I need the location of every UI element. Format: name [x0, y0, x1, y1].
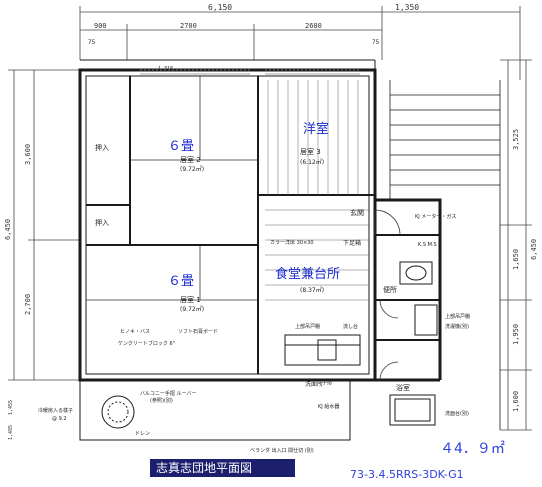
dining-kitchen-area: (8.37㎡)	[300, 286, 324, 294]
western-room-area: (6.12㎡)	[300, 158, 324, 166]
room-area-upper: (9.72㎡)	[180, 165, 204, 173]
floor-pattern	[265, 80, 370, 301]
interior-walls	[86, 76, 440, 374]
closet-label-lower: 押入	[95, 218, 109, 227]
plan-code: 73-3.4.5RRS-3DK-G1	[350, 468, 464, 481]
dim-right-upper: 3,525	[512, 129, 520, 150]
tatami-lines	[86, 76, 258, 301]
title-band	[150, 459, 295, 477]
room-name-lower: 居室 1	[180, 295, 201, 304]
ac-note-2: @ 9.2	[52, 416, 67, 422]
area-label: ４4．９㎡	[440, 441, 505, 457]
gas-meter-note: KJ メーター・ガス	[415, 213, 456, 220]
dim-left-upper: 3,600	[24, 144, 32, 165]
balcony-note-2: (参照)(別)	[150, 397, 173, 404]
dim-left-total: 6,450	[4, 219, 12, 240]
tatami-label-upper: ６畳	[168, 139, 194, 154]
dim-right-lower2: 1,600	[512, 391, 520, 412]
inner-wall-lines	[80, 59, 376, 375]
kitchen-counter	[284, 334, 361, 366]
dim-small-1: 75	[88, 39, 96, 46]
dim-seg-1: 900	[94, 22, 107, 30]
drain-note: ドレン	[135, 431, 150, 437]
bath-fixture	[389, 394, 436, 426]
dim-top-right: 1,350	[395, 3, 419, 12]
dim-seg-3: 2600	[305, 22, 322, 30]
toilet-label: 便所	[383, 285, 397, 294]
flooring-note: カラー洋床 30×30	[270, 239, 314, 246]
dim-right-lower1: 1,950	[512, 324, 520, 345]
dim-total-width: 6,150	[208, 3, 232, 12]
ks-ms-note: K.S M.S	[418, 242, 437, 248]
entrance-label: 玄関	[350, 208, 364, 217]
toilet-fixture	[399, 261, 433, 285]
western-room-name: 居室 3	[300, 147, 321, 156]
window-hatching	[140, 69, 360, 75]
sink-note: 流し台	[343, 323, 358, 330]
balcony-note: バルコニー手摺 ルーバー	[140, 390, 196, 397]
washroom-fixture	[414, 304, 438, 336]
concrete-block-note: ケンクリートブロック 6"	[118, 340, 175, 347]
top-dimensions	[79, 6, 521, 80]
tatami-label-lower: ６畳	[168, 274, 194, 289]
dining-kitchen-title: 食堂兼台所	[275, 266, 340, 282]
dim-small-4: 1,455	[8, 400, 14, 415]
vanity-note: 洗面台(別)	[445, 410, 469, 417]
dim-left-lower: 2,700	[24, 294, 32, 315]
dim-small-2: 75	[372, 39, 380, 46]
laundry-upper-note: 上部吊戸棚	[445, 313, 470, 320]
handrail-note: 手摺	[322, 379, 332, 386]
laundry-place-note: 洗濯機(別)	[445, 323, 469, 330]
plan-title: 志真志団地平面図	[156, 461, 252, 475]
bath-label: 浴室	[396, 383, 410, 392]
ac-note: 冷暖房入る樣子	[38, 407, 73, 414]
balcony	[79, 380, 351, 441]
room-area-lower: (9.72㎡)	[180, 305, 204, 313]
stairs	[389, 80, 501, 430]
wall-note: ソフト石膏ボード	[178, 328, 218, 335]
closet-label-upper: 押入	[95, 143, 109, 152]
dim-small-5: 1,485	[8, 425, 14, 440]
shoe-box-label: 下足箱	[343, 239, 361, 247]
dim-right-total: 6,450	[530, 239, 538, 260]
dim-right-mid: 1,650	[512, 249, 520, 270]
room-name-upper: 居室 2	[180, 155, 201, 164]
washroom-label: 洗面所	[305, 380, 323, 388]
veranda-note: ベランダ 出入口 間仕切 (別)	[250, 447, 314, 454]
ceramic-board-note: ヒノキ・バス	[120, 329, 150, 335]
western-room-title: 洋室	[303, 121, 329, 137]
left-dimensions	[8, 69, 80, 381]
k-water-note: KJ 給水器	[318, 403, 339, 410]
door-swings	[374, 209, 401, 381]
right-dimensions	[500, 59, 532, 431]
cabinet-note: 上部吊戸棚	[295, 323, 320, 330]
dim-seg-2: 2700	[180, 22, 197, 30]
